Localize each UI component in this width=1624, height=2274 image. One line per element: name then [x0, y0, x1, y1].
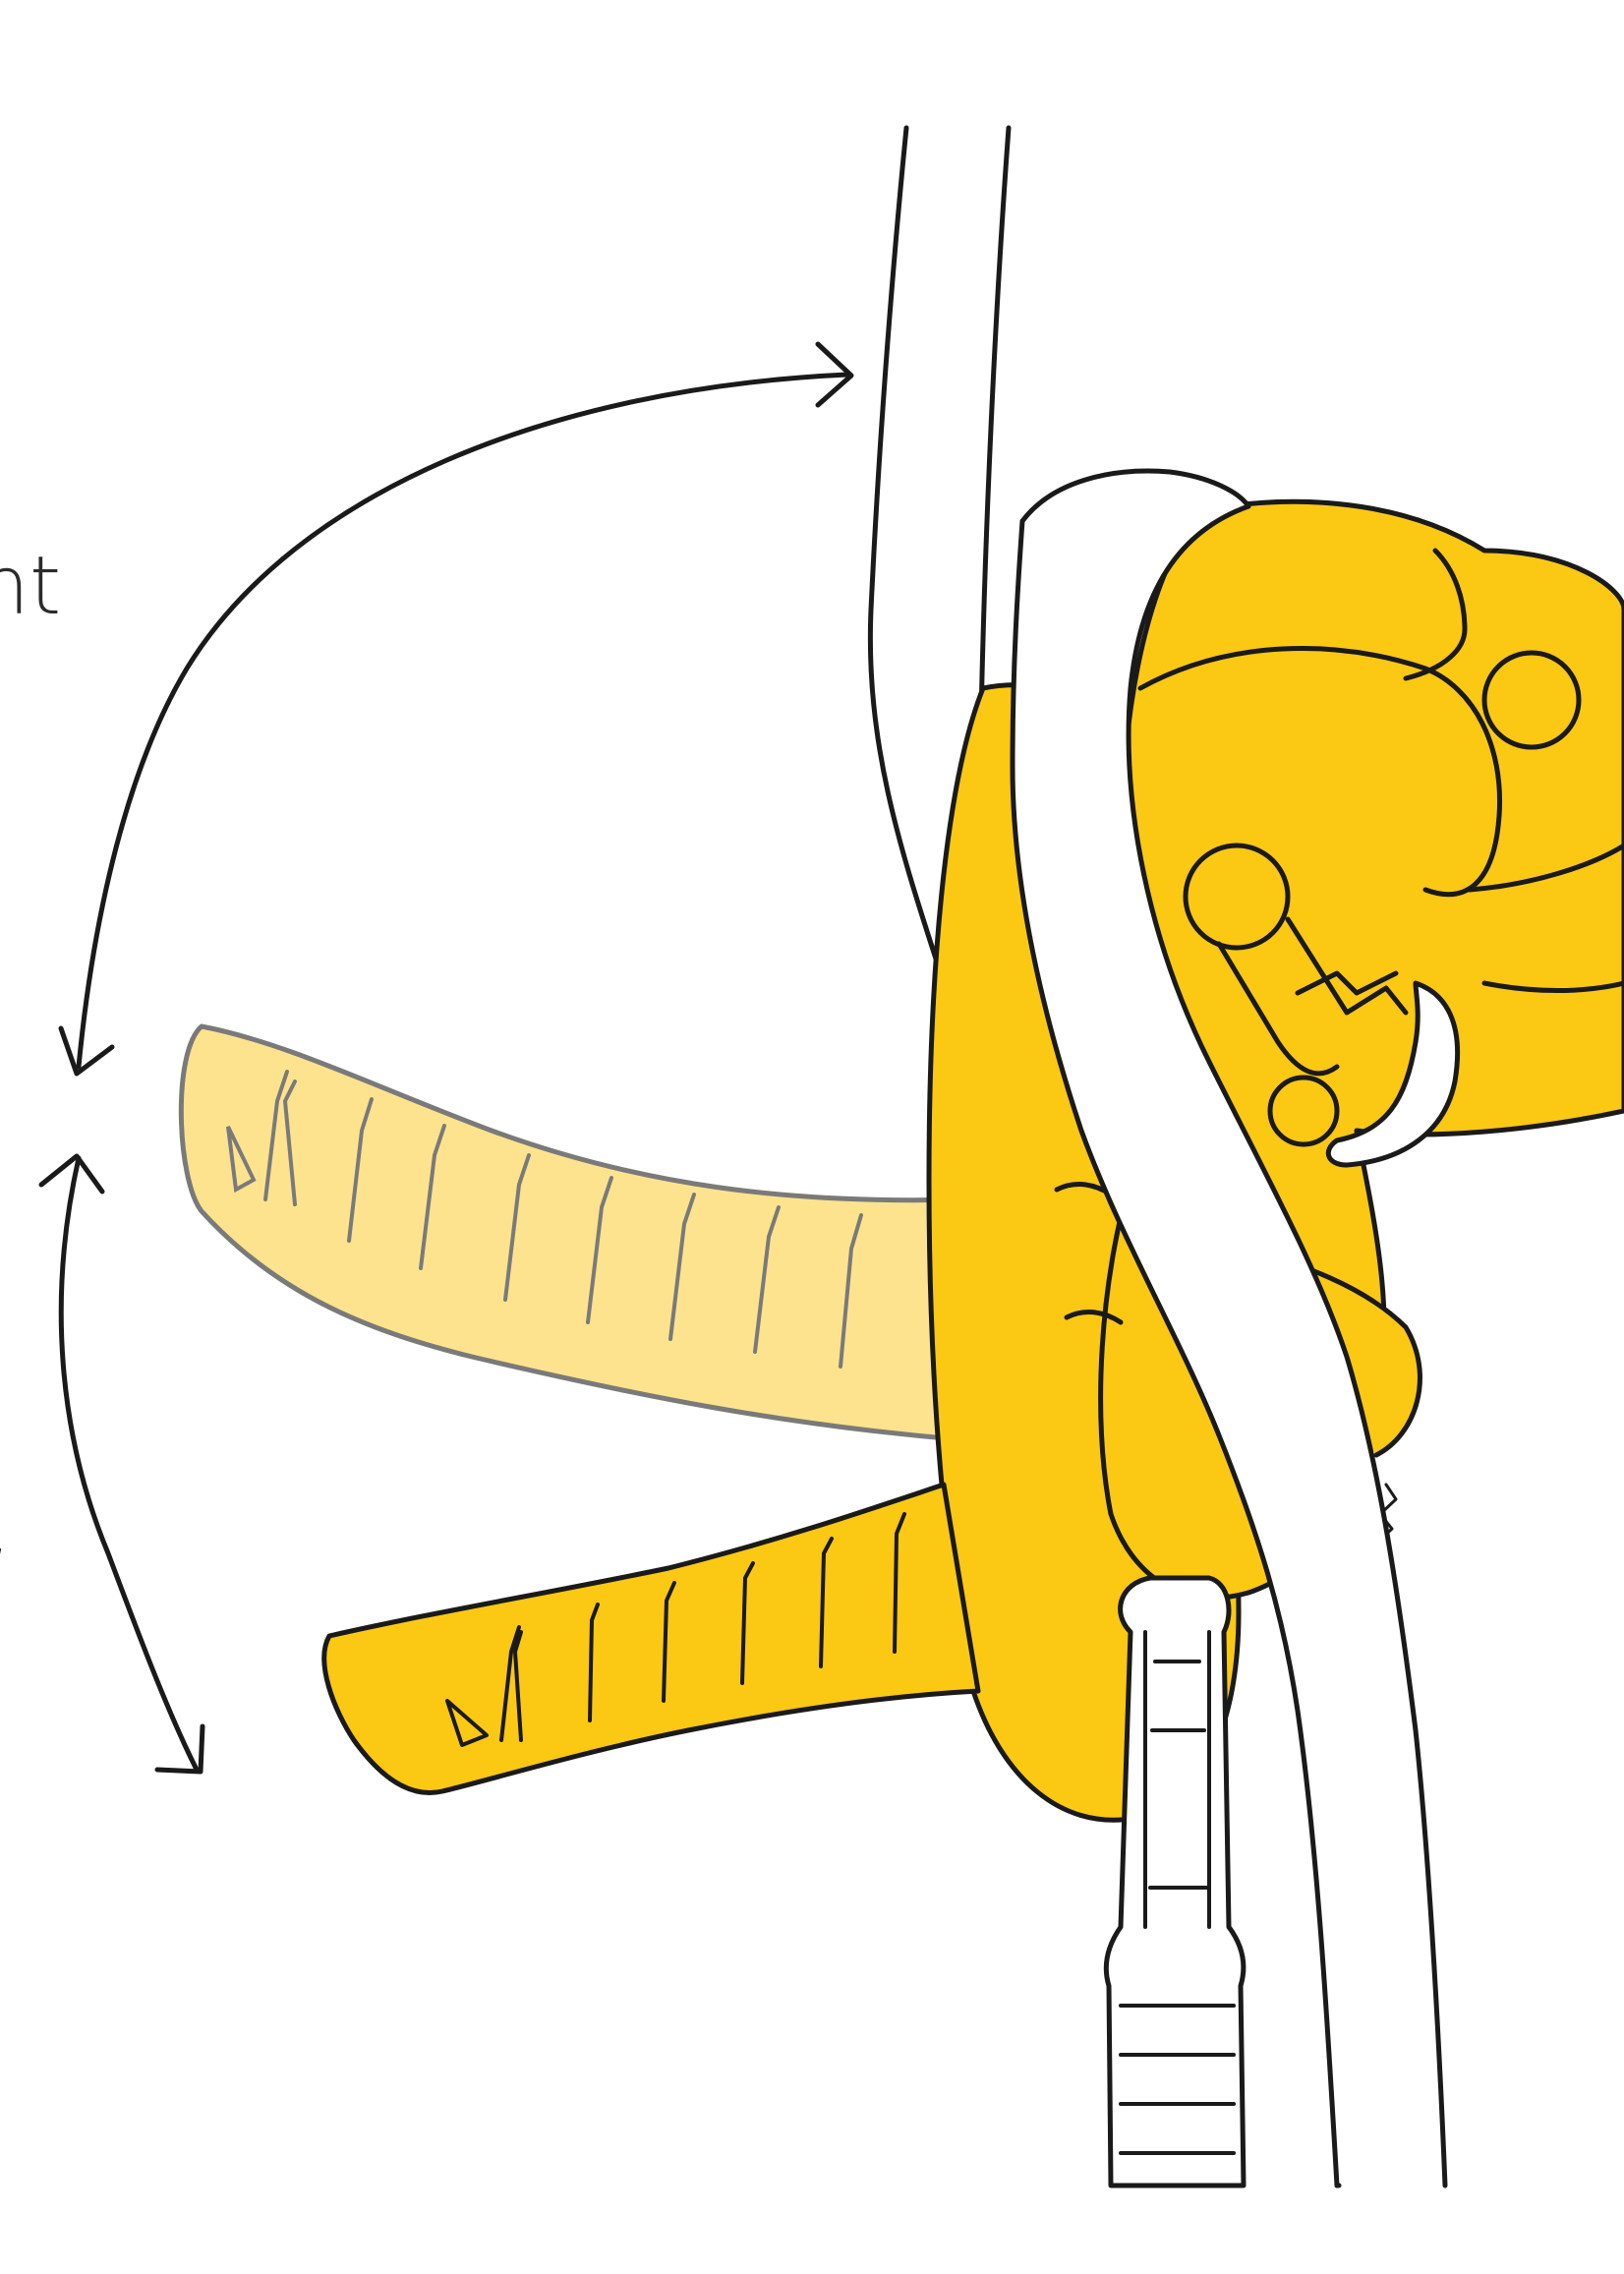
rope-through-device — [1010, 468, 1448, 2188]
upper-rotation-arrow-icon — [58, 341, 854, 1077]
handle-open-position-ghost — [178, 1023, 971, 1443]
cropped-label-top: nt — [0, 540, 62, 633]
cropped-label-bottom: , — [0, 1487, 12, 1567]
rope-upper-strand — [867, 125, 1012, 986]
handle-closed-position — [321, 1482, 981, 1795]
carabiner-icon — [1103, 1575, 1247, 2188]
lower-rotation-arrow-icon — [38, 1153, 205, 1775]
